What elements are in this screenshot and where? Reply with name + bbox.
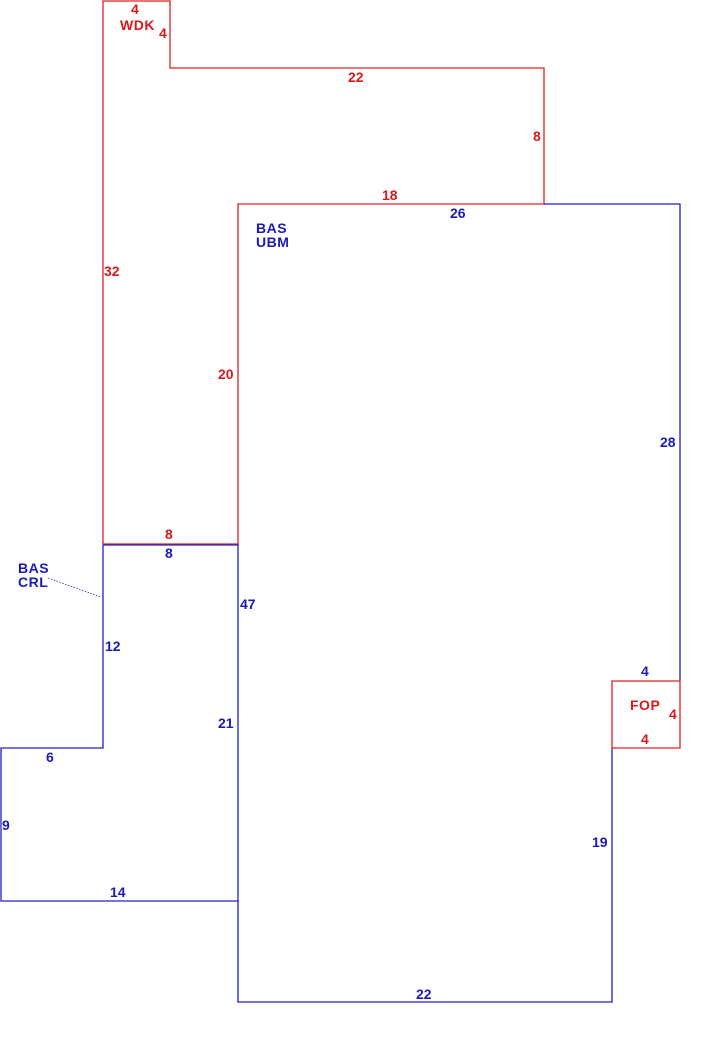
bas-crl-dim-step: 6	[46, 749, 54, 765]
wdk-label: WDK	[120, 17, 155, 33]
wdk-dim-right-top: 4	[159, 25, 167, 41]
wdk-dim-step-bottom: 18	[382, 187, 398, 203]
wdk-dim-bottom: 8	[165, 526, 173, 542]
wdk-dim-ledge-top: 22	[348, 69, 364, 85]
bas-crl-dim-top: 8	[165, 545, 173, 561]
wdk-dim-top: 4	[131, 1, 139, 17]
bas-crl-dim-right: 21	[218, 715, 234, 731]
bas-crl-dim-bottom: 14	[110, 884, 126, 900]
bas-crl-dim-left-lower: 9	[2, 817, 10, 833]
bas-crl-label-2: CRL	[18, 574, 48, 590]
fop-dim-right: 4	[669, 706, 677, 722]
bas-crl-outline	[0, 544, 238, 902]
bas-ubm-dim-bottom: 22	[416, 986, 432, 1002]
bas-crl-dim-left-upper: 12	[105, 638, 121, 654]
bas-ubm-label-2: UBM	[256, 234, 289, 250]
wdk-dim-inner-side: 20	[218, 366, 234, 382]
bas-ubm-label-1: BAS	[256, 220, 287, 236]
fop-label: FOP	[630, 697, 660, 713]
fop-dim-bottom: 4	[641, 731, 649, 747]
fop-outline	[611, 680, 681, 749]
crl-leader-line	[47, 577, 102, 598]
wdk-dim-left-side: 32	[104, 263, 120, 279]
bas-ubm-dim-left: 47	[240, 596, 256, 612]
wdk-dim-step-right: 8	[533, 128, 541, 144]
wdk-outline	[102, 0, 545, 545]
bas-ubm-outline	[237, 203, 681, 1003]
bas-ubm-dim-top: 26	[450, 205, 466, 221]
bas-ubm-dim-lower-right: 19	[592, 834, 608, 850]
bas-ubm-dim-right: 28	[660, 434, 676, 450]
bas-crl-label-1: BAS	[18, 560, 49, 576]
bas-ubm-dim-notch-top: 4	[641, 663, 649, 679]
